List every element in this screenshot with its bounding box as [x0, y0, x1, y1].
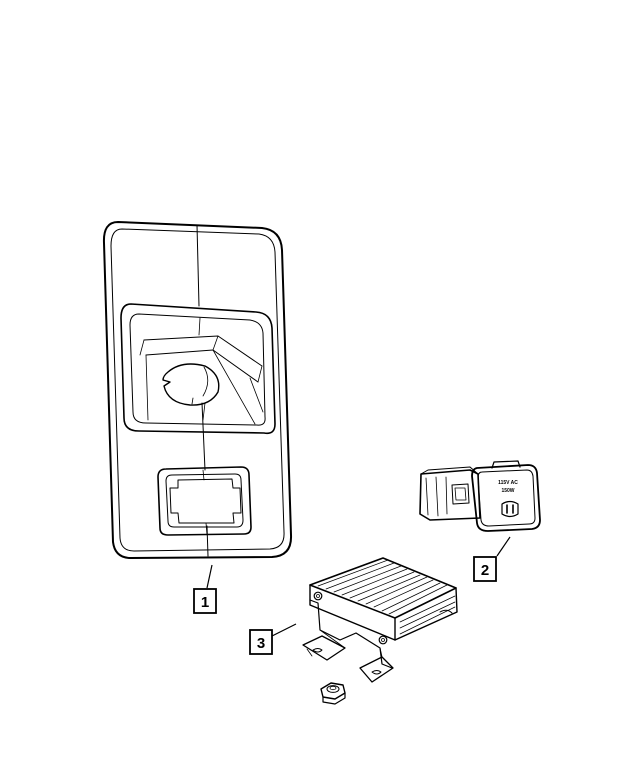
outlet-rating-voltage: 115V AC [498, 480, 518, 486]
power-outlet [419, 460, 541, 532]
callout-2: 2 [473, 556, 497, 582]
callout-3: 3 [249, 629, 273, 655]
callout-3-label: 3 [257, 635, 265, 652]
outlet-rating-wattage: 150W [501, 488, 514, 494]
callout-1-label: 1 [201, 594, 209, 611]
power-inverter [302, 557, 458, 683]
leader-lines [206, 536, 511, 637]
callout-2-label: 2 [481, 562, 489, 579]
bezel-panel [102, 221, 293, 559]
callout-1: 1 [193, 588, 217, 614]
hex-nut [320, 682, 346, 705]
